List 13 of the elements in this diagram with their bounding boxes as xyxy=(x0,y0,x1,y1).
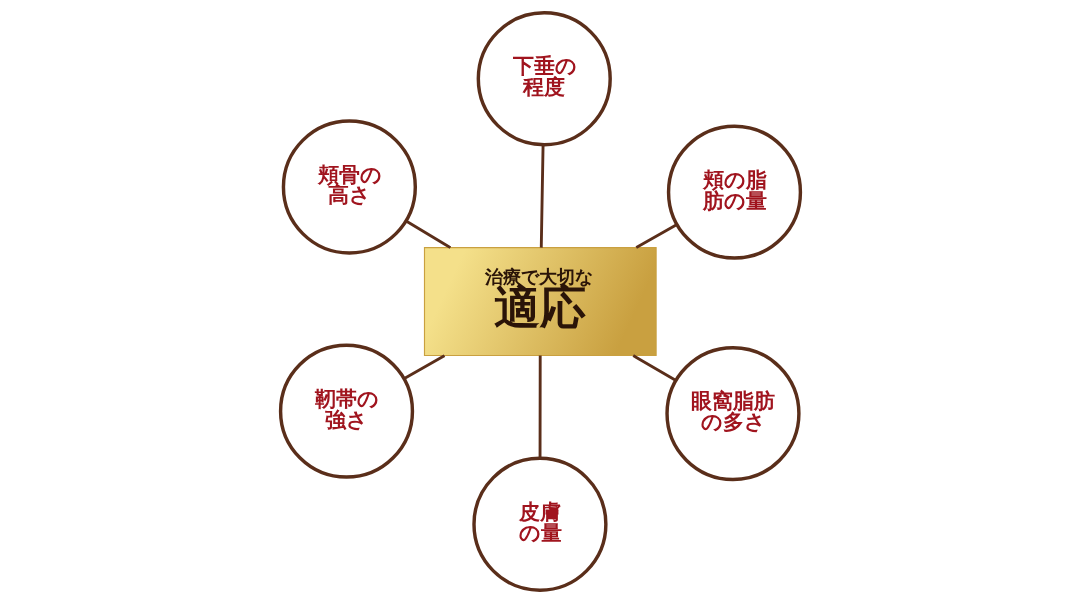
connector xyxy=(404,219,451,249)
connector xyxy=(632,354,676,382)
node-circle: 皮膚の量 xyxy=(471,456,608,592)
node-circle: 靭帯の強さ xyxy=(278,343,414,479)
node-circle: 眼窩脂肪の多さ xyxy=(664,345,801,482)
connector xyxy=(538,355,542,459)
node-box: 治療で大切な 適応 xyxy=(423,247,657,357)
node-circle: 頬の脂肪の量 xyxy=(666,124,802,260)
node-circle: 下垂の程度 xyxy=(476,11,612,147)
connector xyxy=(403,354,445,380)
node-circle: 頬骨の高さ xyxy=(281,119,417,255)
connector xyxy=(635,223,677,249)
connector xyxy=(539,144,544,248)
